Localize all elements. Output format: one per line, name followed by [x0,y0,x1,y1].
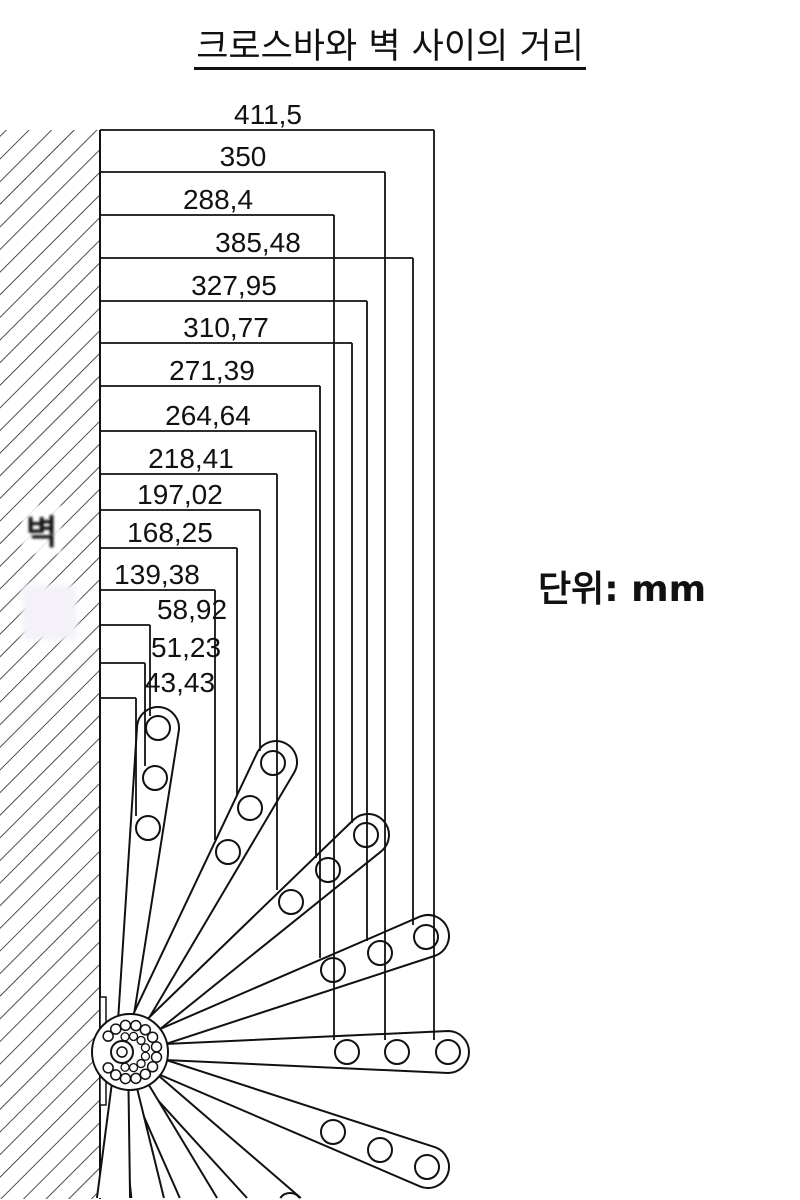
hub-hole [130,1072,142,1085]
dimension-label: 271,39 [169,355,255,386]
crossbar-arm [118,914,450,1059]
pivot-hub [91,1013,169,1091]
wall-label-blur [22,585,77,640]
hub-hole [119,1019,132,1032]
wall-hatching [0,130,100,1199]
hub-hole [128,1031,139,1042]
arm-hole [353,822,379,848]
hub-hole [130,1019,142,1032]
arm-hole [334,1039,360,1065]
dimension-label: 51,23 [151,632,221,663]
dimension-label: 264,64 [165,400,251,431]
hub-hole [120,1062,130,1072]
hub-hole [136,1058,146,1069]
arm-hole [413,924,439,950]
hub-hole [110,1069,122,1081]
dimension-label: 168,25 [127,517,213,548]
arm-hole [142,765,168,791]
arm-hole [279,1192,301,1199]
hub-hole [150,1041,163,1053]
arm-hole [145,715,171,741]
dimension-label: 350 [220,141,267,172]
crossbar-arm [121,1029,470,1075]
hub-hole [119,1072,132,1085]
dimension-label: 310,77 [183,312,269,343]
pivot-center [116,1046,128,1058]
arm-hole [278,889,304,915]
arm-hole [215,839,241,865]
dimension-label: 288,4 [183,184,253,215]
crossbar-arm-fill [117,1047,301,1198]
arm-hole [384,1039,410,1065]
arm-hole [367,940,393,966]
dimension-label: 139,38 [114,559,200,590]
dimension-label: 218,41 [148,443,234,474]
arm-hole [135,815,161,841]
hub-hole [102,1062,114,1074]
hub-hole [146,1031,159,1043]
title-text: 크로스바와 벽 사이의 거리 [194,27,586,70]
hub-hole [140,1051,151,1061]
dimension-label: 385,48 [215,227,301,258]
arm-hole [414,1154,440,1180]
hub-hole [140,1043,151,1053]
arm-hole [367,1137,393,1163]
arm-hole [260,750,286,776]
hub-hole [139,1068,152,1080]
hub-hole [120,1032,130,1042]
hub-hole [150,1051,163,1063]
wall-label: 벽 [22,505,62,554]
unit-label: 단위: mm [538,569,707,610]
arm-hole [320,1119,346,1145]
hub-hole [146,1061,159,1073]
dimension-label: 411,5 [234,99,302,130]
dimension-label: 197,02 [137,479,223,510]
dimension-label: 43,43 [145,667,215,698]
diagram-title: 크로스바와 벽 사이의 거리 [0,18,780,70]
arm-hole [435,1039,461,1065]
hub-hole [139,1024,152,1036]
hub-hole [128,1062,139,1073]
arm-hole [237,795,263,821]
arm-hole [320,957,346,983]
hub-hole [136,1035,146,1046]
crossbar-arm [118,1045,450,1189]
hub-hole [102,1030,114,1042]
dimension-label: 327,95 [191,270,277,301]
arms [95,706,470,1199]
dimension-lines: 411,5 350 288,4 385,48 327,95 310,77 271,39 264… [100,99,435,1040]
hub-hole [110,1023,122,1035]
crossbar-arm [114,706,180,1054]
dimension-label: 58,92 [157,594,227,625]
